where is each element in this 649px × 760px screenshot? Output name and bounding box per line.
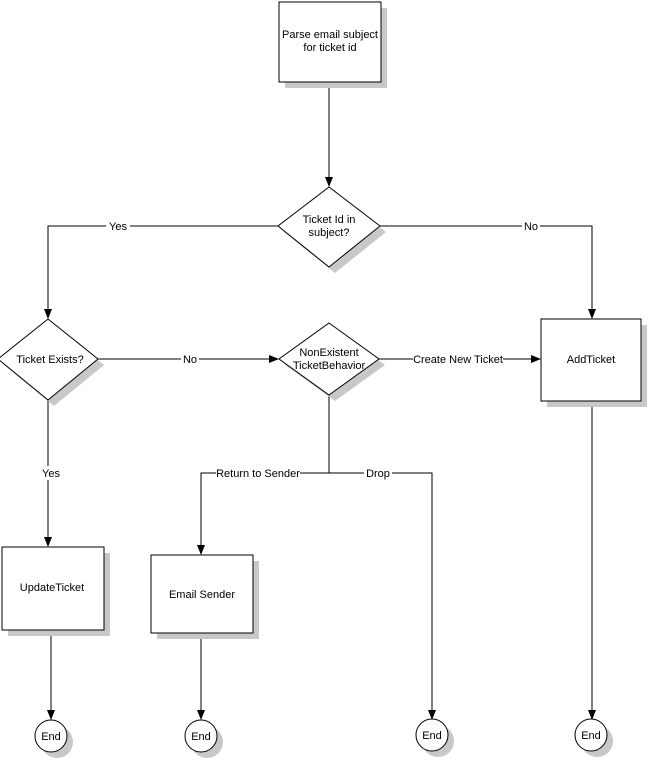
edge-label-no-mid: No: [183, 354, 197, 366]
terminal-end-2-label: End: [191, 731, 211, 743]
process-updateticket-label: UpdateTicket: [20, 582, 84, 594]
arrowhead: [588, 710, 596, 720]
edge-return-to-sender: [200, 472, 329, 549]
arrowhead: [44, 309, 52, 319]
arrowhead: [197, 710, 205, 720]
process-addticket-label: AddTicket: [567, 354, 616, 366]
decision-ticket-exists-label: Ticket Exists?: [16, 354, 83, 366]
arrowhead: [325, 177, 333, 187]
process-addticket: AddTicket: [540, 318, 647, 407]
edge-yes-to-ticket-exists: [47, 225, 278, 313]
arrowhead: [197, 545, 205, 555]
arrowhead: [588, 309, 596, 319]
decision-ticket-id-in-subject: Ticket Id in subject?: [277, 186, 386, 273]
terminal-end-4: End: [574, 718, 613, 757]
process-email-sender: Email Sender: [150, 554, 259, 639]
arrowhead: [428, 710, 436, 720]
terminal-end-1: End: [34, 719, 73, 758]
edge-drop: [329, 472, 433, 714]
terminal-end-3-label: End: [422, 730, 442, 742]
terminal-end-3: End: [415, 718, 454, 757]
edge-label-no-right: No: [524, 221, 538, 233]
arrowhead: [47, 710, 55, 720]
decision-nonexistent-line2: TicketBehavior: [293, 360, 366, 372]
terminal-end-1-label: End: [41, 731, 61, 743]
edge-no-to-addticket: [380, 225, 593, 313]
terminal-end-2: End: [184, 719, 223, 758]
process-email-sender-label: Email Sender: [169, 589, 235, 601]
arrowhead: [269, 355, 279, 363]
edge-label-yes-left: Yes: [109, 221, 127, 233]
edge-label-drop: Drop: [366, 468, 390, 480]
edge-label-create-new-ticket: Create New Ticket: [413, 354, 503, 366]
process-updateticket: UpdateTicket: [1, 546, 110, 636]
arrowhead: [531, 355, 541, 363]
decision-ticket-id-line1: Ticket Id in: [303, 214, 356, 226]
edge-labels: Yes No No Create New Ticket Yes Return t…: [39, 219, 540, 480]
decision-ticket-id-line2: subject?: [309, 227, 350, 239]
decision-ticket-exists: Ticket Exists?: [0, 318, 104, 406]
terminal-end-4-label: End: [581, 730, 601, 742]
decision-nonexistent-ticket-behavior: NonExistent TicketBehavior: [278, 322, 385, 401]
node-parse-email-subject: Parse email subject for ticket id: [278, 1, 387, 88]
node-parse-email-subject-line2: for ticket id: [303, 42, 356, 54]
arrowhead: [44, 537, 52, 547]
decision-nonexistent-line1: NonExistent: [299, 347, 358, 359]
node-parse-email-subject-line1: Parse email subject: [282, 29, 378, 41]
edge-label-yes-down: Yes: [42, 468, 60, 480]
connectors: [44, 82, 596, 720]
edge-label-return-to-sender: Return to Sender: [216, 468, 300, 480]
